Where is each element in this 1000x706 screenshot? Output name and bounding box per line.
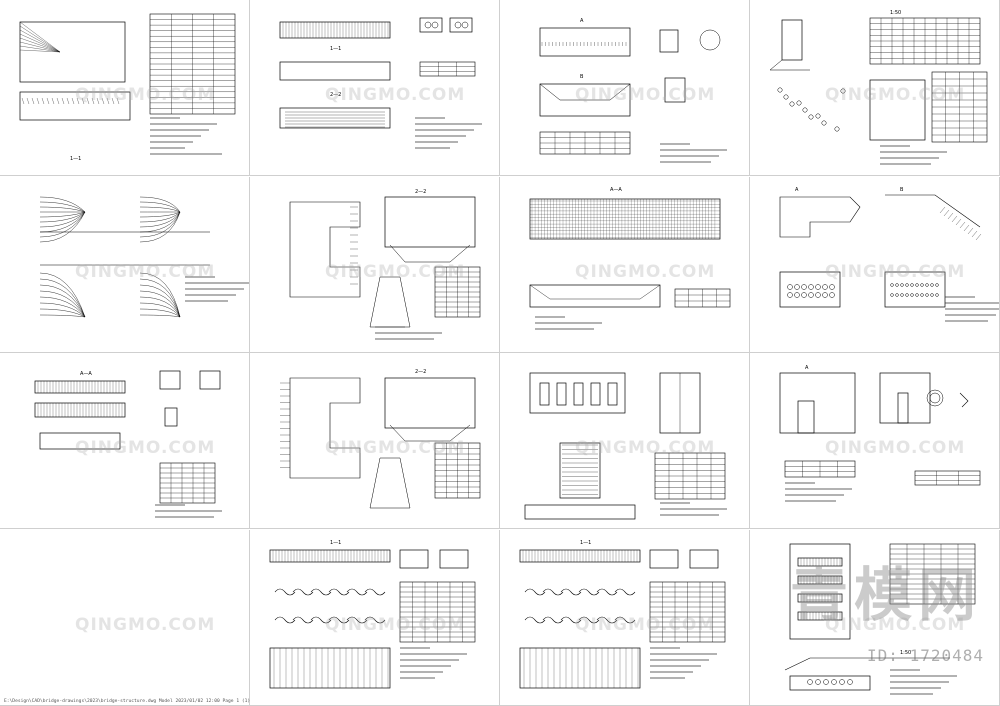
watermark-text: QINGMO.COM — [825, 438, 966, 458]
cad-drawing: A—A — [529, 187, 731, 329]
sheet-label: 1—1 — [70, 156, 81, 162]
drawing-panel-s13: QINGMO.COM — [0, 529, 250, 706]
drawing-panel-s11: QINGMO.COM — [500, 353, 750, 529]
watermark-text: QINGMO.COM — [75, 614, 216, 635]
drawing-panel-s1: 1—1 QINGMO.COM — [0, 0, 250, 176]
cad-drawing: 2—2 — [289, 189, 481, 339]
brand-watermark: 青模网 — [789, 561, 982, 629]
cad-drawing — [39, 196, 249, 317]
cad-drawing: 1—1 — [19, 13, 236, 162]
sheet-label: A—A — [610, 187, 622, 193]
sheet-label: 1:50 — [890, 10, 901, 16]
sheet-label: A — [795, 187, 799, 193]
sheet-label: 2—2 — [415, 369, 426, 375]
cad-drawing: A—A — [34, 370, 222, 518]
sheet-label: A — [580, 18, 584, 24]
watermark-text: QINGMO.COM — [575, 261, 716, 282]
sheet-label: A—A — [80, 371, 92, 377]
watermark-text: QINGMO.COM — [75, 261, 216, 282]
drawing-panel-s7: A—A QINGMO.COM — [500, 176, 750, 353]
cad-drawing — [524, 372, 727, 520]
sheet-label: B — [900, 187, 904, 193]
cad-drawing: 1—1 — [269, 540, 476, 688]
cad-drawing: 2—2 — [280, 369, 481, 509]
file-path-footer: E:\Design\CAD\bridge-drawings\2023\bridg… — [4, 699, 251, 704]
sheet-label: A — [805, 365, 809, 371]
sheet-label: B — [580, 74, 584, 80]
watermark-text: QINGMO.COM — [325, 438, 466, 458]
watermark-text: QINGMO.COM — [575, 438, 716, 458]
watermark-text: QINGMO.COM — [825, 261, 966, 282]
watermark-text: QINGMO.COM — [575, 614, 716, 635]
watermark-text: QINGMO.COM — [75, 85, 216, 105]
drawing-panel-s5: QINGMO.COM — [0, 176, 250, 353]
sheet-label: 2—2 — [415, 189, 426, 195]
watermark-text: QINGMO.COM — [325, 85, 466, 105]
cad-drawing: 1—1 — [519, 540, 726, 688]
sheet-label: 1—1 — [330, 540, 341, 546]
cad-drawing: AB — [539, 18, 727, 163]
watermark-text: QINGMO.COM — [825, 85, 966, 105]
id-watermark: ID: 1720484 — [867, 646, 984, 665]
sheet-label: 1:50 — [900, 650, 911, 656]
drawing-panel-s9: A—A QINGMO.COM — [0, 353, 250, 529]
sheet-label: 2—2 — [330, 92, 341, 98]
cad-drawing: 1—1 2—2 — [279, 17, 482, 149]
watermark-text: QINGMO.COM — [325, 614, 466, 635]
watermark-text: QINGMO.COM — [575, 85, 716, 105]
sheet-label: 1—1 — [330, 46, 341, 52]
drawing-panel-s16: 1:50 QINGMO.COM — [750, 529, 1000, 706]
cad-drawing: 1:50 — [784, 543, 976, 694]
watermark-text: QINGMO.COM — [825, 614, 966, 635]
cad-drawing: 1:50 — [769, 10, 988, 165]
sheet-label: 1—1 — [580, 540, 591, 546]
watermark-text: QINGMO.COM — [325, 261, 466, 282]
cad-drawing: A — [779, 365, 981, 502]
watermark-text: QINGMO.COM — [75, 438, 216, 458]
drawing-panel-s12: A QINGMO.COM — [750, 353, 1000, 529]
